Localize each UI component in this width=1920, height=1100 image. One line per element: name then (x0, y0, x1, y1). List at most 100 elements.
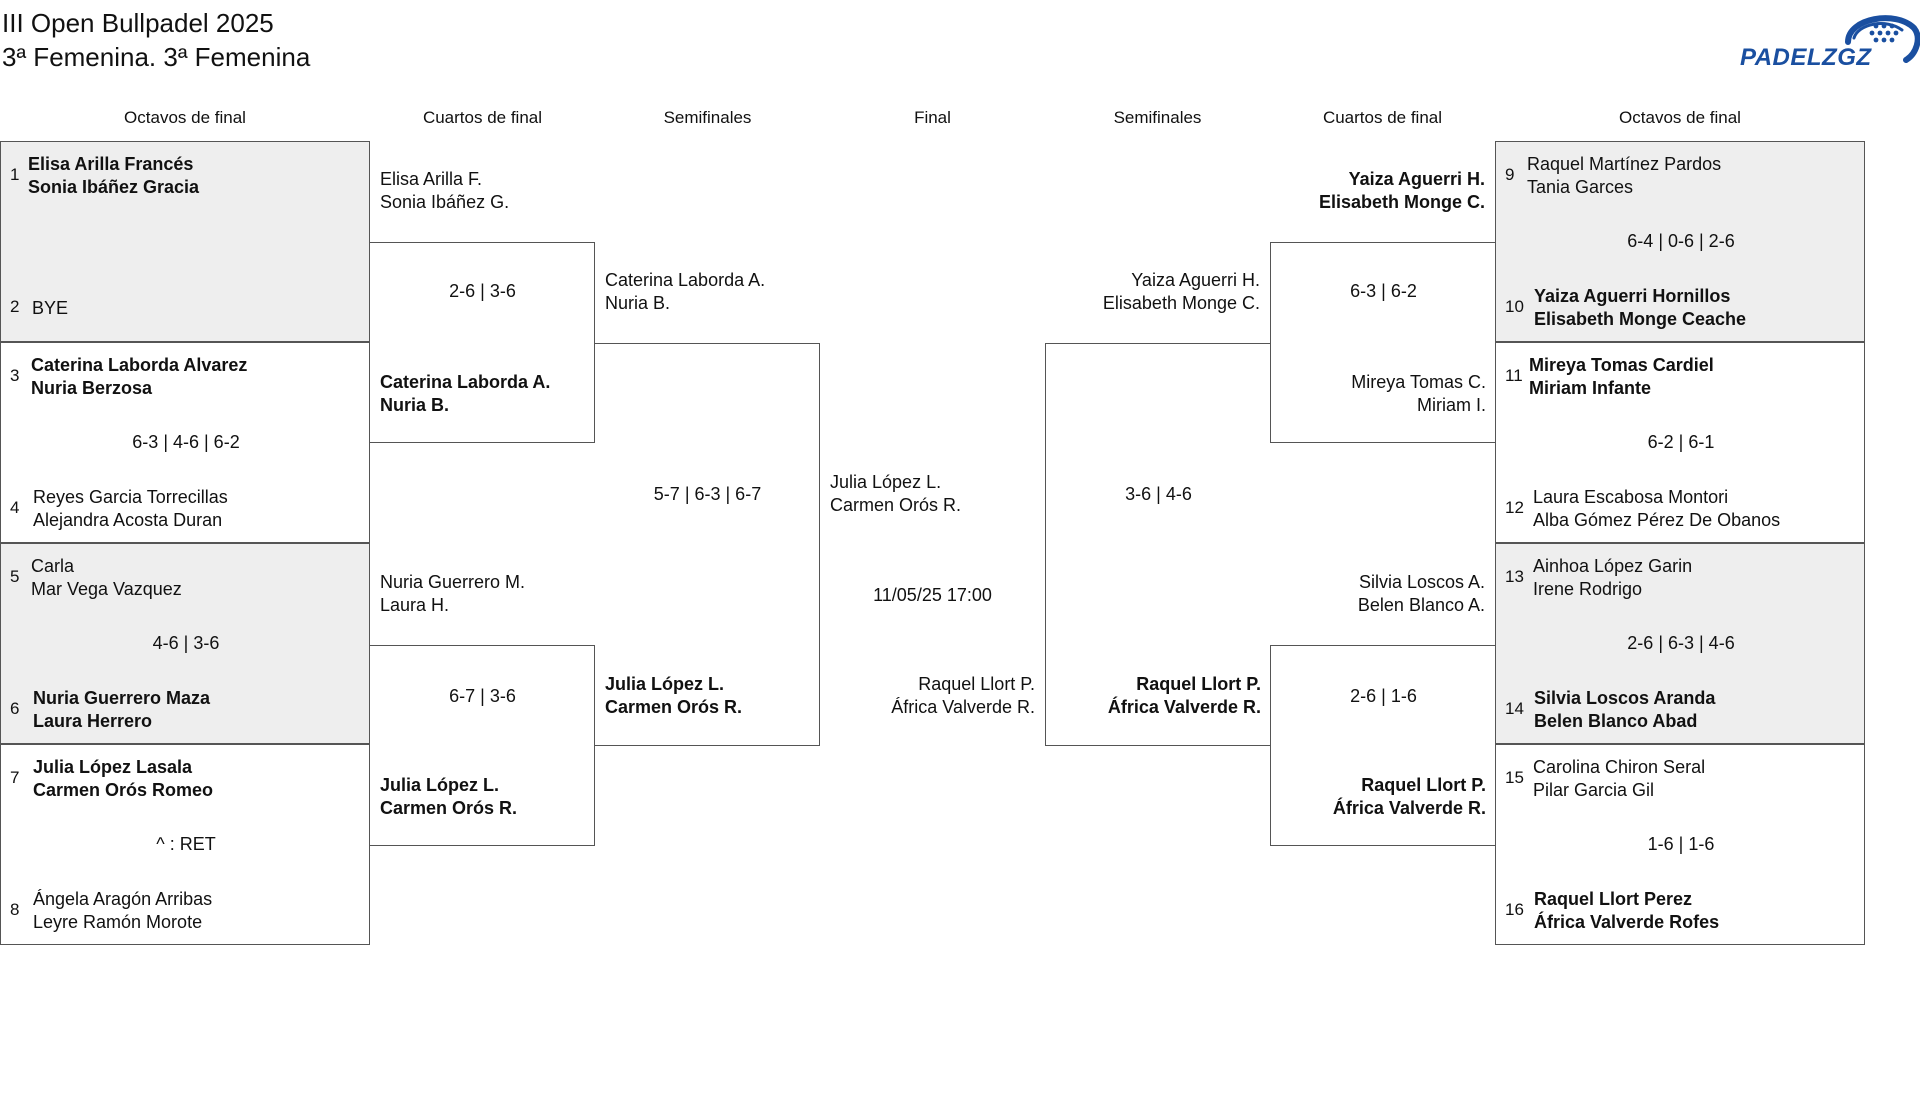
match-score: 2-6 | 1-6 (1350, 686, 1417, 706)
player-name: Carolina Chiron Seral (1533, 757, 1706, 777)
qf-right-match-1: 6-3 | 6-2 Mireya Tomas C. Miriam I. (1270, 242, 1495, 443)
player-name: Leyre Ramón Morote (33, 912, 203, 932)
player-name: África Valverde Rofes (1534, 912, 1720, 932)
player-name: África Valverde R. (1332, 798, 1486, 818)
header-left-octavos: Octavos de final (124, 108, 246, 127)
team-name: Raquel Llort P. África Valverde R. (1271, 774, 1486, 820)
player-name: Silvia Loscos A. (1358, 572, 1485, 592)
match-score: 6-4 | 0-6 | 2-6 (1627, 231, 1735, 251)
seed-number: 10 (1505, 297, 1524, 316)
player-name: Raquel Martínez Pardos (1527, 154, 1722, 174)
header-final: Final (914, 108, 951, 127)
header-right-octavos: Octavos de final (1619, 108, 1741, 127)
seed-number: 5 (10, 567, 20, 586)
team-name: Mireya Tomas C. Miriam I. (1271, 371, 1486, 417)
header-left-cuartos: Cuartos de final (422, 108, 543, 127)
player-name: Julia López L. (605, 674, 725, 694)
final-team-right: Raquel Llort P. África Valverde R. (820, 673, 1035, 719)
player-name: Pilar Garcia Gil (1533, 780, 1655, 800)
team-name: Raquel Martínez Pardos Tania Garces (1527, 153, 1721, 199)
player-name: Yaiza Aguerri H. (1131, 270, 1260, 290)
team-name: BYE (32, 297, 68, 320)
logo-text: PADELZGZ (1740, 44, 1872, 71)
category-title: 3ª Femenina. 3ª Femenina (2, 42, 311, 72)
team-name: Nuria Guerrero Maza Laura Herrero (33, 687, 210, 733)
player-name: Laura H. (380, 595, 450, 615)
seed-number: 9 (1505, 165, 1515, 184)
player-name: Mar Vega Vazquez (31, 579, 182, 599)
r16-right-match-3: 13 Ainhoa López Garin Irene Rodrigo 2-6 … (1495, 543, 1865, 744)
r16-left-match-1: 1 Elisa Arilla Francés Sonia Ibáñez Grac… (0, 141, 370, 342)
player-name: Julia López L. (380, 775, 500, 795)
seed-number: 1 (10, 165, 20, 184)
seed-number: 13 (1505, 567, 1524, 586)
player-name: Laura Herrero (33, 711, 153, 731)
player-name: Elisa Arilla Francés (28, 154, 194, 174)
seed-number: 11 (1505, 366, 1523, 385)
team-name: Mireya Tomas Cardiel Miriam Infante (1529, 354, 1714, 400)
player-name: Laura Escabosa Montori (1533, 487, 1729, 507)
team-name: Caterina Laborda A. Nuria B. (380, 371, 550, 417)
team-name: Ángela Aragón Arribas Leyre Ramón Morote (33, 888, 212, 934)
team-name: Yaiza Aguerri Hornillos Elisabeth Monge … (1534, 285, 1746, 331)
seed-number: 2 (10, 297, 20, 316)
seed-number: 3 (10, 366, 20, 385)
player-name: Mireya Tomas Cardiel (1529, 355, 1714, 375)
player-name: Caterina Laborda A. (380, 372, 551, 392)
match-score: 2-6 | 6-3 | 4-6 (1627, 633, 1735, 653)
player-name: Raquel Llort P. (1136, 674, 1261, 694)
player-name: Carmen Orós R. (830, 495, 962, 515)
header-left-semis: Semifinales (663, 108, 752, 127)
player-name: Raquel Llort Perez (1534, 889, 1693, 909)
tournament-title: III Open Bullpadel 2025 (2, 8, 274, 38)
match-score: 5-7 | 6-3 | 6-7 (653, 484, 762, 504)
player-name: África Valverde R. (1107, 697, 1261, 717)
team-name: Raquel Llort Perez África Valverde Rofes (1534, 888, 1719, 934)
match-score: 2-6 | 3-6 (449, 281, 516, 301)
match-score: 6-3 | 4-6 | 6-2 (132, 432, 240, 452)
player-name: BYE (32, 298, 69, 318)
team-name: Nuria Guerrero M. Laura H. (380, 571, 525, 617)
player-name: Elisa Arilla F. (380, 169, 483, 189)
r16-right-match-1: 9 Raquel Martínez Pardos Tania Garces 6-… (1495, 141, 1865, 342)
player-name: Carla (31, 556, 75, 576)
player-name: Alejandra Acosta Duran (33, 510, 223, 530)
qf-right-match-2: 2-6 | 1-6 Raquel Llort P. África Valverd… (1270, 645, 1495, 846)
team-name: Julia López Lasala Carmen Orós Romeo (33, 756, 213, 802)
player-name: Belen Blanco A. (1357, 595, 1485, 615)
team-name: Ainhoa López Garin Irene Rodrigo (1533, 555, 1692, 601)
player-name: Miriam Infante (1529, 378, 1652, 398)
r16-left-match-3: 5 Carla Mar Vega Vazquez 4-6 | 3-6 6 Nur… (0, 543, 370, 744)
final-datetime: 11/05/25 17:00 (873, 585, 992, 605)
qf-left-match-2: 6-7 | 3-6 Julia López L. Carmen Orós R. (370, 645, 595, 846)
padelzgz-logo: PADELZGZ (1736, 8, 1920, 74)
player-name: Nuria Berzosa (31, 378, 153, 398)
final-team-left: Julia López L. Carmen Orós R. (830, 471, 961, 517)
player-name: Caterina Laborda A. (605, 270, 766, 290)
sf-right-match: 3-6 | 4-6 Raquel Llort P. África Valverd… (1045, 343, 1270, 746)
player-name: Nuria Guerrero M. (380, 572, 526, 592)
player-name: Ainhoa López Garin (1533, 556, 1693, 576)
player-name: Carmen Orós Romeo (33, 780, 214, 800)
player-name: Elisabeth Monge C. (1318, 192, 1485, 212)
team-name: Elisa Arilla F. Sonia Ibáñez G. (380, 168, 509, 214)
seed-number: 4 (10, 498, 20, 517)
team-name: Yaiza Aguerri H. Elisabeth Monge C. (1270, 168, 1485, 214)
player-name: Nuria Guerrero Maza (33, 688, 211, 708)
match-score: 3-6 | 4-6 (1125, 484, 1192, 504)
r16-left-match-2: 3 Caterina Laborda Alvarez Nuria Berzosa… (0, 342, 370, 543)
team-name: Elisa Arilla Francés Sonia Ibáñez Gracia (28, 153, 199, 199)
player-name: Sonia Ibáñez Gracia (28, 177, 200, 197)
team-name: Caterina Laborda Alvarez Nuria Berzosa (31, 354, 247, 400)
team-name: Julia López L. Carmen Orós R. (380, 774, 517, 820)
seed-number: 12 (1505, 498, 1524, 517)
seed-number: 8 (10, 900, 20, 919)
seed-number: 15 (1505, 768, 1524, 787)
player-name: Yaiza Aguerri Hornillos (1534, 286, 1731, 306)
match-score: 1-6 | 1-6 (1647, 834, 1715, 854)
player-name: Alba Gómez Pérez De Obanos (1533, 510, 1781, 530)
qf-left-match-1: 2-6 | 3-6 Caterina Laborda A. Nuria B. (370, 242, 595, 443)
seed-number: 6 (10, 699, 20, 718)
r16-right-match-2: 11 Mireya Tomas Cardiel Miriam Infante 6… (1495, 342, 1865, 543)
team-name: Caterina Laborda A. Nuria B. (605, 269, 765, 315)
